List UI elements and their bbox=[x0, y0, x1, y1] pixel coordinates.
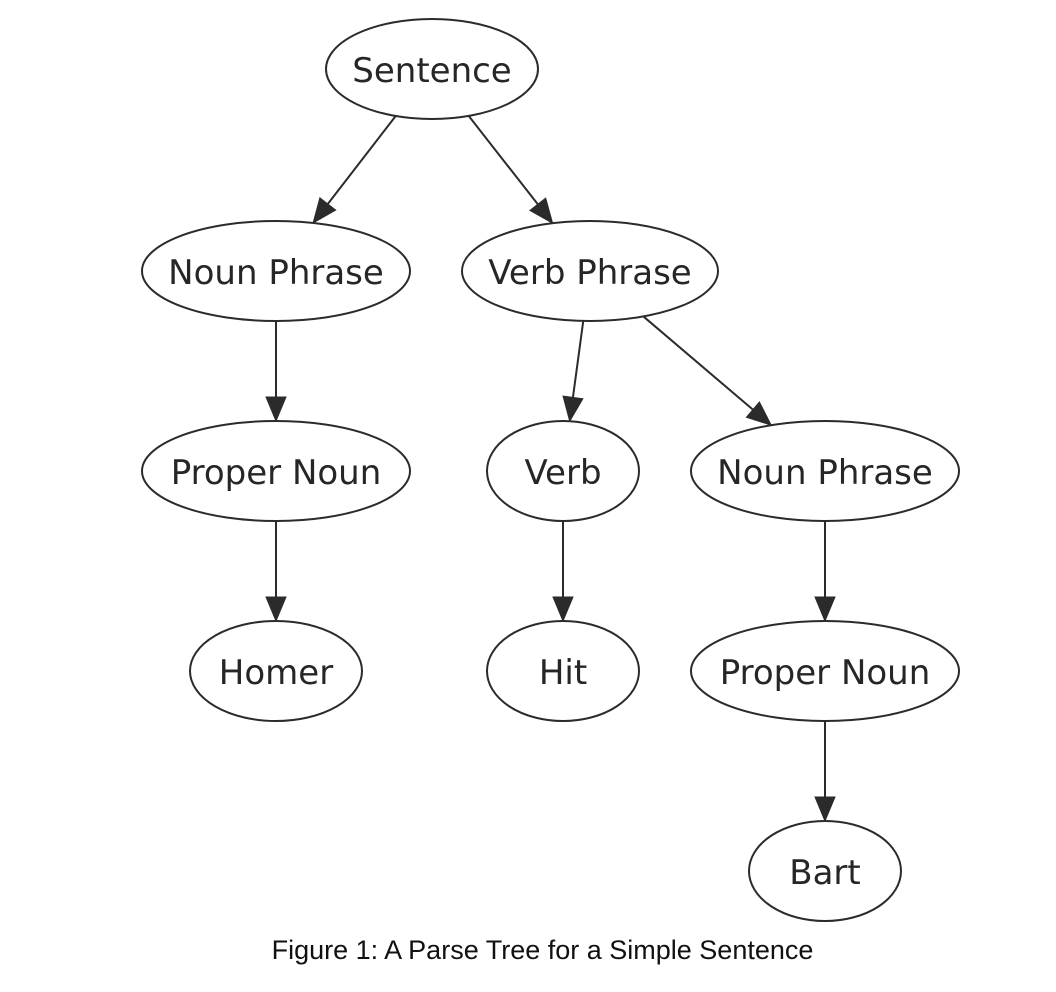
node-label: Noun Phrase bbox=[168, 253, 384, 293]
edge-vp-to-np2 bbox=[642, 315, 773, 427]
node-label: Verb Phrase bbox=[488, 253, 691, 293]
edge-pn1-to-homer bbox=[265, 521, 287, 623]
node-ellipse bbox=[189, 620, 363, 722]
node-ellipse bbox=[690, 420, 960, 522]
node-np2: Noun Phrase bbox=[690, 420, 960, 522]
arrowhead-icon bbox=[265, 396, 287, 423]
node-ellipse bbox=[461, 220, 719, 322]
node-pn1: Proper Noun bbox=[141, 420, 411, 522]
node-ellipse bbox=[141, 420, 411, 522]
node-hit: Hit bbox=[486, 620, 640, 722]
edge-line bbox=[642, 315, 754, 411]
arrowhead-icon bbox=[265, 596, 287, 623]
tree-edges bbox=[265, 115, 836, 823]
node-np1: Noun Phrase bbox=[141, 220, 411, 322]
node-label: Bart bbox=[789, 853, 860, 893]
node-label: Sentence bbox=[352, 51, 511, 91]
edge-vp-to-verb bbox=[562, 320, 585, 423]
edge-line bbox=[467, 115, 539, 205]
node-pn2: Proper Noun bbox=[690, 620, 960, 722]
node-vp: Verb Phrase bbox=[461, 220, 719, 322]
node-verb: Verb bbox=[486, 420, 640, 522]
node-label: Homer bbox=[219, 653, 333, 693]
edge-np2-to-pn2 bbox=[814, 521, 836, 623]
arrowhead-icon bbox=[814, 796, 836, 823]
node-homer: Homer bbox=[189, 620, 363, 722]
node-label: Proper Noun bbox=[720, 653, 931, 693]
edge-sentence-to-np1 bbox=[312, 115, 397, 224]
node-ellipse bbox=[748, 820, 902, 922]
edge-pn2-to-bart bbox=[814, 721, 836, 823]
node-ellipse bbox=[690, 620, 960, 722]
node-ellipse bbox=[325, 18, 539, 120]
arrowhead-icon bbox=[562, 395, 584, 423]
node-ellipse bbox=[486, 620, 640, 722]
node-label: Noun Phrase bbox=[717, 453, 933, 493]
node-label: Proper Noun bbox=[171, 453, 382, 493]
edge-verb-to-hit bbox=[552, 521, 574, 623]
node-bart: Bart bbox=[748, 820, 902, 922]
arrowhead-icon bbox=[745, 401, 773, 427]
edge-np1-to-pn1 bbox=[265, 321, 287, 423]
node-sentence: Sentence bbox=[325, 18, 539, 120]
edge-sentence-to-vp bbox=[467, 115, 554, 225]
arrowhead-icon bbox=[552, 596, 574, 623]
edge-line bbox=[326, 115, 397, 205]
node-ellipse bbox=[486, 420, 640, 522]
node-label: Hit bbox=[539, 653, 587, 693]
arrowhead-icon bbox=[814, 596, 836, 623]
arrowhead-icon bbox=[312, 196, 337, 224]
node-ellipse bbox=[141, 220, 411, 322]
figure-caption: Figure 1: A Parse Tree for a Simple Sent… bbox=[271, 935, 814, 965]
arrowhead-icon bbox=[529, 197, 554, 225]
node-label: Verb bbox=[524, 453, 601, 493]
edge-line bbox=[571, 320, 585, 398]
